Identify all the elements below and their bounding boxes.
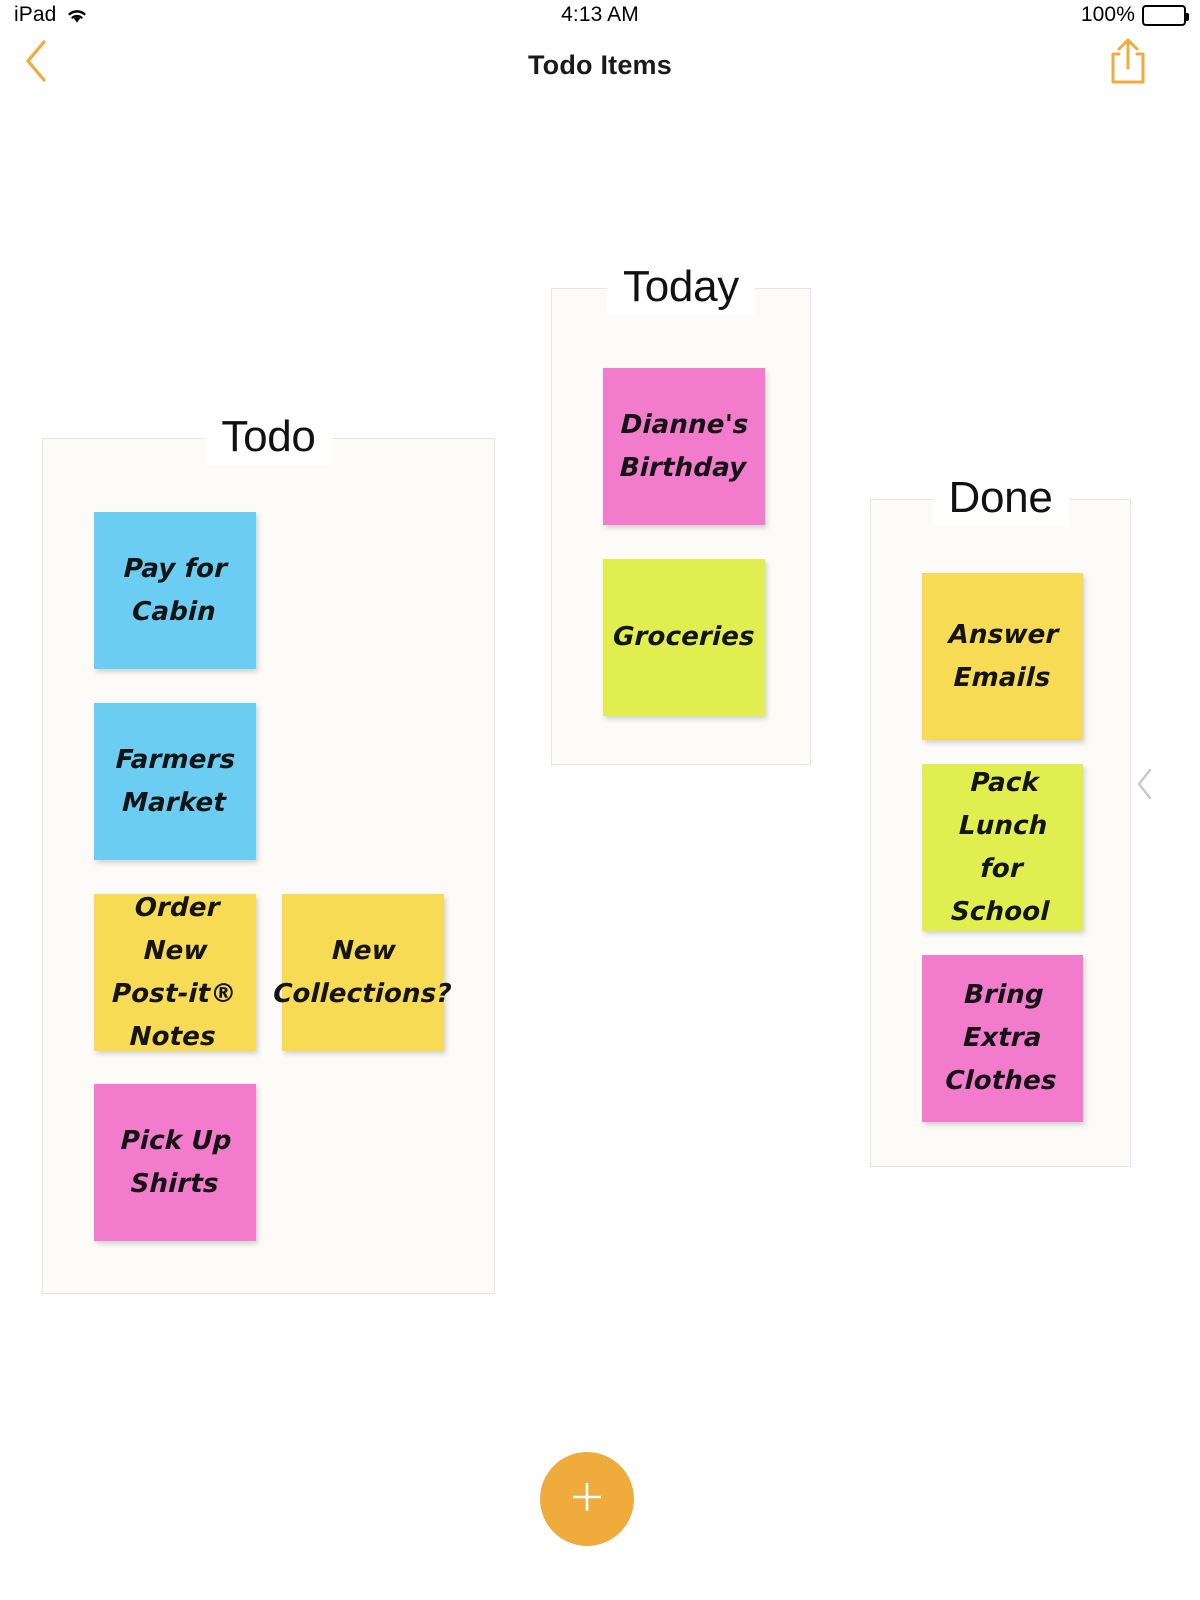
panel-collapse-handle[interactable] — [1128, 760, 1162, 812]
note-text: Pay for Cabin — [123, 553, 229, 627]
wifi-icon — [65, 6, 89, 25]
note-text: Dianne's Birthday — [619, 409, 750, 483]
plus-icon — [567, 1477, 607, 1522]
group-title-todo: Todo — [205, 409, 332, 465]
note-diannes-birthday[interactable]: Dianne's Birthday — [603, 368, 765, 525]
note-farmers-market[interactable]: Farmers Market — [94, 703, 256, 860]
device-name-label: iPad — [14, 3, 57, 26]
note-pack-lunch-for-school[interactable]: Pack Lunch for School — [922, 764, 1083, 931]
note-pay-for-cabin[interactable]: Pay for Cabin — [94, 512, 256, 669]
battery-full-icon — [1142, 4, 1189, 26]
note-text: Order New Post-it® Notes — [111, 892, 238, 1052]
note-bring-extra-clothes[interactable]: Bring Extra Clothes — [922, 955, 1083, 1122]
note-pick-up-shirts[interactable]: Pick Up Shirts — [94, 1084, 256, 1241]
note-text: Bring Extra Clothes — [944, 980, 1058, 1096]
status-bar-right: 100% — [1080, 3, 1189, 27]
note-order-new-post-it[interactable]: Order New Post-it® Notes — [94, 893, 256, 1051]
note-text: Groceries — [612, 622, 756, 653]
note-text: New Collections? — [272, 935, 453, 1009]
note-text: Pack Lunch for School — [950, 767, 1051, 927]
battery-percent-label: 100% — [1080, 3, 1135, 26]
note-text: Farmers Market — [115, 744, 237, 818]
status-bar-left: iPad — [14, 3, 89, 27]
status-bar-clock: 4:13 AM — [561, 3, 639, 26]
share-button[interactable] — [1104, 38, 1152, 88]
note-text: Pick Up Shirts — [119, 1125, 232, 1199]
nav-bar: Todo Items — [0, 30, 1200, 96]
page-title: Todo Items — [527, 50, 672, 80]
chevron-left-icon — [22, 38, 52, 89]
note-text: Answer Emails — [947, 619, 1059, 693]
chevron-left-icon — [1135, 767, 1155, 806]
note-answer-emails[interactable]: Answer Emails — [922, 573, 1083, 740]
back-button[interactable] — [14, 38, 60, 89]
note-groceries[interactable]: Groceries — [603, 559, 765, 716]
group-title-done: Done — [932, 470, 1069, 526]
note-new-collections[interactable]: New Collections? — [273, 894, 452, 1051]
group-title-today: Today — [607, 259, 755, 315]
status-bar: iPad 4:13 AM 100% — [0, 0, 1200, 30]
share-icon — [1108, 36, 1148, 91]
add-note-button[interactable] — [540, 1452, 634, 1546]
